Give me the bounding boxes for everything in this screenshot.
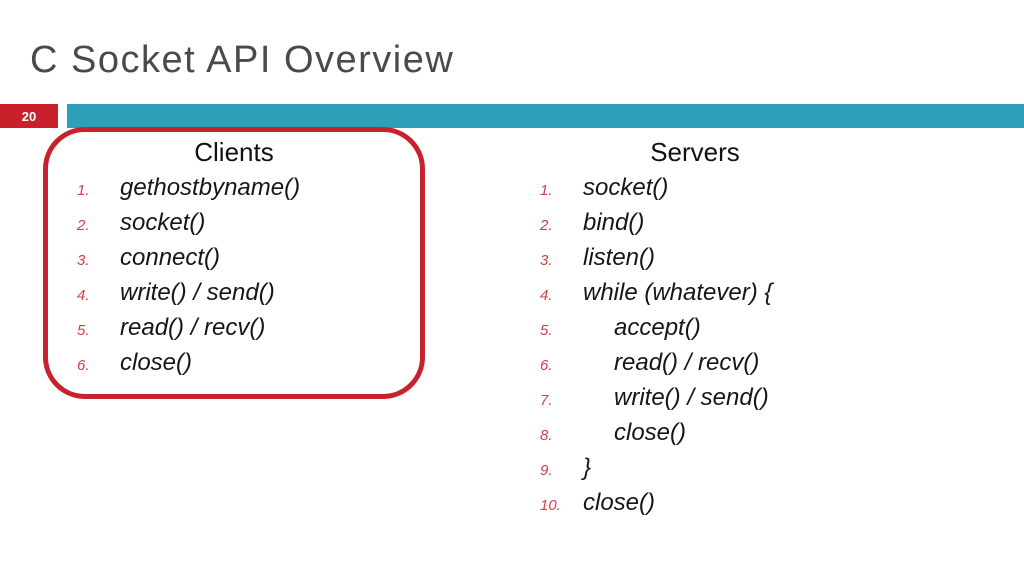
list-item: 3. connect() — [77, 240, 300, 275]
item-text: socket() — [120, 209, 206, 236]
item-number: 6. — [540, 357, 553, 374]
list-item: 1. gethostbyname() — [77, 170, 300, 205]
item-text: connect() — [120, 244, 221, 271]
servers-list: 1. socket() 2. bind() 3. listen() 4. whi… — [540, 170, 772, 520]
item-text: read() / recv() — [614, 349, 760, 376]
item-number: 7. — [540, 392, 553, 409]
list-item: 9. } — [540, 450, 772, 485]
item-text: close() — [120, 349, 193, 376]
item-number: 2. — [77, 217, 90, 234]
item-number: 10. — [540, 497, 561, 514]
item-number: 6. — [77, 357, 90, 374]
list-item: 6. read() / recv() — [540, 345, 772, 380]
item-text: listen() — [583, 244, 656, 271]
item-number: 3. — [77, 252, 90, 269]
item-text: accept() — [614, 314, 701, 341]
item-number: 2. — [540, 217, 553, 234]
list-item: 2. socket() — [77, 205, 300, 240]
item-number: 1. — [540, 182, 553, 199]
list-item: 1. socket() — [540, 170, 772, 205]
item-number: 8. — [540, 427, 553, 444]
list-item: 3. listen() — [540, 240, 772, 275]
slide-title: C Socket API Overview — [30, 39, 455, 81]
accent-bar — [67, 104, 1024, 128]
item-text: } — [583, 454, 592, 481]
item-text: gethostbyname() — [120, 174, 301, 201]
list-item: 8. close() — [540, 415, 772, 450]
item-text: bind() — [583, 209, 645, 236]
list-item: 7. write() / send() — [540, 380, 772, 415]
list-item: 4. while (whatever) { — [540, 275, 772, 310]
servers-column-header: Servers — [650, 137, 740, 167]
item-number: 5. — [540, 322, 553, 339]
item-text: while (whatever) { — [583, 279, 773, 306]
list-item: 5. accept() — [540, 310, 772, 345]
item-number: 3. — [540, 252, 553, 269]
clients-column-header: Clients — [194, 137, 274, 167]
item-number: 5. — [77, 322, 90, 339]
item-number: 4. — [77, 287, 90, 304]
item-number: 1. — [77, 182, 90, 199]
slide-number-badge: 20 — [0, 104, 58, 128]
list-item: 5. read() / recv() — [77, 310, 300, 345]
clients-highlight-box — [43, 127, 425, 399]
item-text: close() — [583, 489, 656, 516]
list-item: 6. close() — [77, 345, 300, 380]
item-text: write() / send() — [120, 279, 275, 306]
clients-list: 1. gethostbyname() 2. socket() 3. connec… — [77, 170, 300, 380]
item-number: 9. — [540, 462, 553, 479]
item-text: read() / recv() — [120, 314, 266, 341]
item-text: socket() — [583, 174, 669, 201]
list-item: 2. bind() — [540, 205, 772, 240]
list-item: 4. write() / send() — [77, 275, 300, 310]
slide-number: 20 — [21, 108, 37, 124]
item-text: write() / send() — [614, 384, 769, 411]
item-number: 4. — [540, 287, 553, 304]
item-text: close() — [614, 419, 687, 446]
list-item: 10. close() — [540, 485, 772, 520]
